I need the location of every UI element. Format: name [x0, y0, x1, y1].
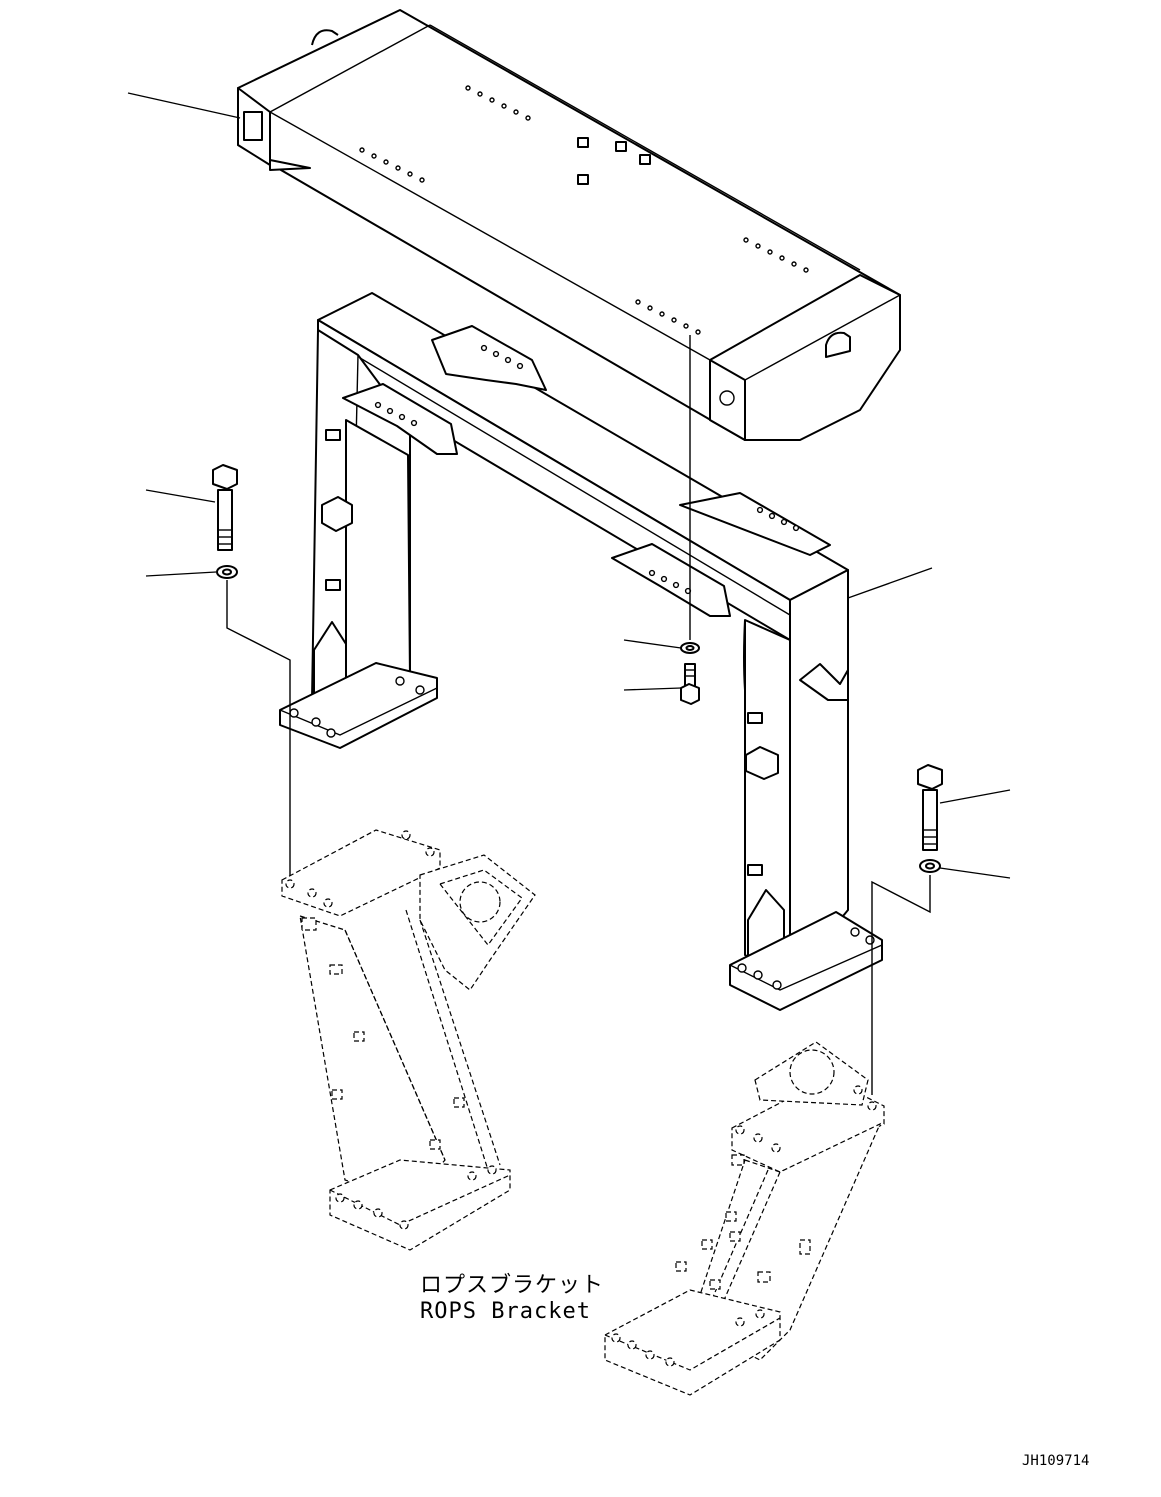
- washer-right: [919, 859, 941, 873]
- drawing-id: JH109714: [1022, 1453, 1089, 1469]
- bracket-label-jp: ロプスブラケット: [420, 1273, 604, 1298]
- rops-frame: [279, 292, 883, 1011]
- bracket-label-en: ROPS Bracket: [420, 1299, 591, 1324]
- rops-bracket-left: [281, 829, 536, 1251]
- rops-canopy-top-beam: [237, 9, 901, 441]
- bolt-left: [212, 464, 238, 551]
- washer-center: [680, 642, 700, 654]
- bolt-right: [917, 764, 943, 851]
- rops-bracket-right: [604, 1041, 885, 1396]
- washer-left: [216, 565, 238, 579]
- leader-lines: [127, 92, 1011, 1095]
- bolt-center: [680, 663, 700, 705]
